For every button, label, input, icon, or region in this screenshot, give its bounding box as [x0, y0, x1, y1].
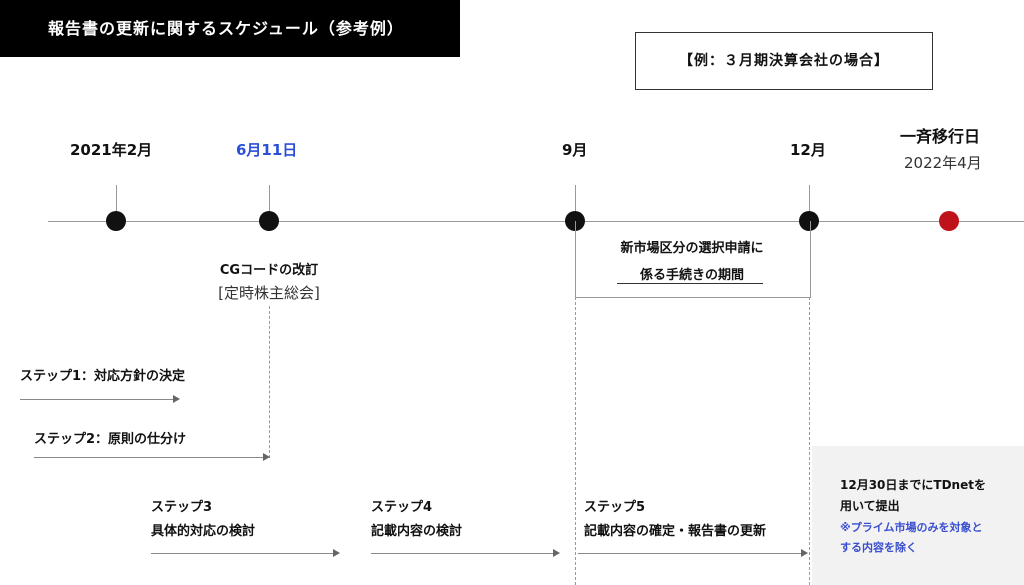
timeline-dot-feb-2021 [106, 211, 126, 231]
tick-sep [575, 185, 576, 221]
selection-period-text-line2: 係る手続きの期間 [639, 268, 744, 283]
submission-note-sub2: する内容を除く [840, 541, 917, 554]
timeline-label-sep: 9月 [562, 141, 588, 159]
selection-period-text-line1: 新市場区分の選択申請に [620, 241, 764, 256]
guide-dec [809, 297, 810, 585]
step2-arrow [34, 453, 270, 461]
timeline-dot-dec [799, 211, 819, 231]
submission-note-line1: 12月30日までにTDnetを [840, 478, 986, 492]
step3-arrow [151, 549, 340, 557]
step4-title: ステップ4 [371, 500, 433, 515]
submission-note-sub1: ※プライム市場のみを対象と [840, 521, 983, 534]
submission-note-box [812, 446, 1024, 585]
timeline-dot-migration [939, 211, 959, 231]
timeline-label-migration-day: 一斉移行日 [900, 127, 981, 146]
timeline-sublabel-apr-2022: 2022年4月 [904, 154, 982, 172]
guide-sep [575, 297, 576, 585]
tick-jun-11 [269, 185, 270, 221]
step5-title: ステップ5 [584, 500, 646, 515]
selection-period-box [575, 221, 811, 298]
step2-label: ステップ2：原則の仕分け [34, 432, 187, 447]
step4-arrow [371, 549, 560, 557]
page-title: 報告書の更新に関するスケジュール（参考例） [0, 0, 460, 57]
timeline-label-jun-11: 6月11日 [236, 141, 298, 159]
selection-period-underline [617, 283, 763, 284]
step4-desc: 記載内容の検討 [371, 524, 463, 539]
submission-note-line2: 用いて提出 [840, 499, 900, 513]
step3-desc: 具体的対応の検討 [151, 524, 256, 539]
timeline-dot-jun-11 [259, 211, 279, 231]
agm-label: [定時株主総会] [218, 284, 320, 302]
example-label: 【例：３月期決算会社の場合】 [635, 32, 933, 90]
step1-arrow [20, 395, 180, 403]
step1-label: ステップ1：対応方針の決定 [20, 369, 186, 384]
timeline-label-feb-2021: 2021年2月 [70, 141, 153, 159]
tick-dec [809, 185, 810, 221]
guide-jun-11 [269, 306, 270, 458]
step5-arrow [578, 549, 808, 557]
cg-code-revision-label: CGコードの改訂 [219, 263, 319, 278]
timeline-label-dec: 12月 [790, 141, 826, 159]
step5-desc: 記載内容の確定・報告書の更新 [584, 524, 767, 539]
step3-title: ステップ3 [151, 500, 213, 515]
tick-feb-2021 [116, 185, 117, 221]
timeline-axis [48, 221, 1024, 222]
